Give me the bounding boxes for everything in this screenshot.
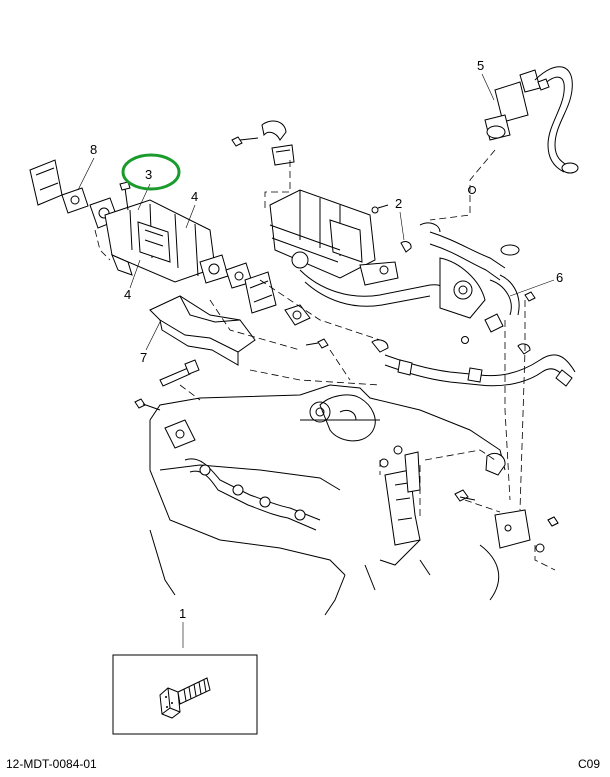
part-7-heat-shield xyxy=(149,295,256,387)
detail-box-frame xyxy=(112,654,258,735)
leader-line-6 xyxy=(509,279,555,297)
highlight-ring xyxy=(121,153,181,191)
document-id: 12-MDT-0084-01 xyxy=(6,757,97,771)
callout-label-8: 8 xyxy=(90,142,97,157)
leader-line-7 xyxy=(145,321,161,351)
bolt-icon xyxy=(159,677,211,719)
leader-line-8 xyxy=(77,157,95,191)
callouts: 1 2 3 4 4 5 6 7 8 xyxy=(77,58,563,648)
callout-label-3: 3 xyxy=(145,167,152,182)
leader-line-2 xyxy=(399,211,405,241)
small-hardware xyxy=(134,241,559,527)
part-1-detail-box xyxy=(112,654,258,735)
engine-block xyxy=(149,384,506,616)
leader-line-4b xyxy=(129,259,141,289)
callout-label-4b: 4 xyxy=(124,287,131,302)
callout-label-7: 7 xyxy=(140,350,147,365)
page-code: C09 xyxy=(577,757,600,771)
lower-pipe xyxy=(305,336,576,387)
dashed-routing-lines xyxy=(94,149,556,571)
upper-clamps xyxy=(231,120,476,194)
callout-label-2: 2 xyxy=(395,196,402,211)
callout-label-1: 1 xyxy=(179,606,186,621)
left-egr-module xyxy=(29,159,277,314)
callout-label-5: 5 xyxy=(477,58,484,73)
part-6-pipe-assembly xyxy=(419,222,536,333)
leader-line-4a xyxy=(185,204,196,229)
egr-cooler-center xyxy=(269,189,448,326)
elbow-fitting xyxy=(485,452,506,476)
part-5-egr-valve xyxy=(484,66,579,174)
callout-label-4a: 4 xyxy=(191,189,198,204)
callout-label-6: 6 xyxy=(556,270,563,285)
mounting-bracket xyxy=(379,445,559,553)
leader-line-5 xyxy=(481,73,495,101)
